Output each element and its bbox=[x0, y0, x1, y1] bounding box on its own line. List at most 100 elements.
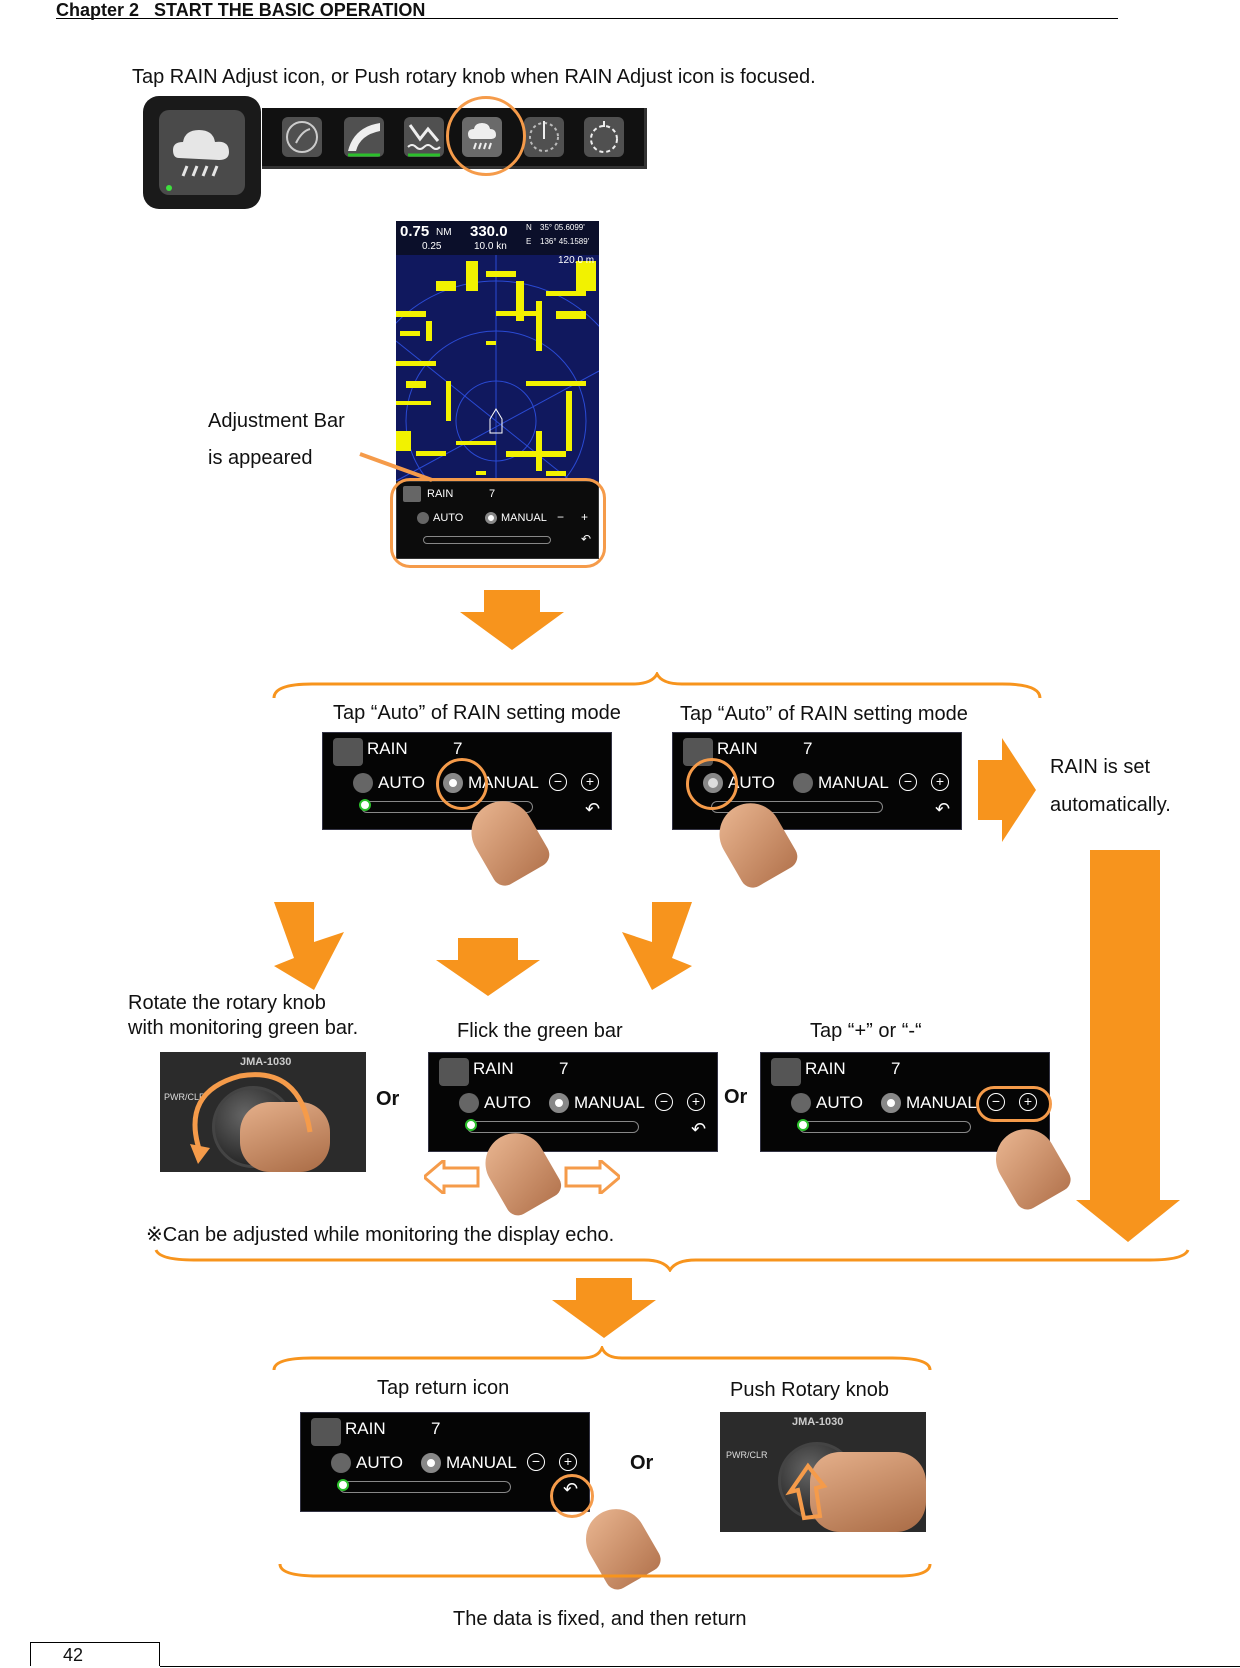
plus-button[interactable]: + bbox=[687, 1093, 705, 1111]
tap-plus-minus-label: Tap “+” or “-“ bbox=[810, 1020, 922, 1042]
auto-label: AUTO bbox=[356, 1453, 403, 1472]
diag-arrow-right bbox=[622, 902, 692, 990]
or-label-1: Or bbox=[376, 1088, 400, 1110]
return-button[interactable]: ↶ bbox=[935, 799, 951, 819]
rain-title: RAIN bbox=[473, 1059, 514, 1078]
speed-value: 10.0 kn bbox=[474, 241, 507, 252]
rain-panel-flick: RAIN 7 AUTO MANUAL − + ↶ bbox=[428, 1052, 718, 1152]
rain-slider[interactable] bbox=[467, 1121, 639, 1133]
auto-radio[interactable] bbox=[791, 1093, 811, 1113]
vrm-icon[interactable] bbox=[584, 117, 624, 157]
manual-highlight-ring bbox=[436, 758, 488, 810]
return-button[interactable]: ↶ bbox=[691, 1119, 707, 1139]
rain-panel-return: RAIN 7 AUTO MANUAL − + ↶ bbox=[300, 1412, 590, 1512]
tap-return-label: Tap return icon bbox=[377, 1377, 510, 1399]
callout-adjustment-bar-line2: is appeared bbox=[208, 447, 313, 469]
manual-radio[interactable] bbox=[793, 773, 813, 793]
rain-panel-icon bbox=[771, 1058, 801, 1086]
auto-highlight-ring bbox=[686, 758, 738, 810]
manual-label: MANUAL bbox=[574, 1093, 645, 1112]
or-label-3: Or bbox=[630, 1452, 654, 1474]
rain-slider[interactable] bbox=[339, 1481, 511, 1493]
rain-adjust-large-icon[interactable] bbox=[143, 96, 261, 209]
note-text: ※Can be adjusted while monitoring the di… bbox=[146, 1224, 615, 1246]
rain-value: 7 bbox=[891, 1059, 901, 1078]
diag-arrow-left bbox=[274, 902, 344, 990]
rain-slider-small[interactable] bbox=[423, 536, 551, 544]
vrm-glyph bbox=[590, 121, 618, 153]
return-button-small[interactable]: ↶ bbox=[581, 532, 592, 546]
radar-screen: 0.75 NM 0.25 330.0 10.0 kn N 35° 05.6099… bbox=[396, 221, 599, 559]
slider-knob[interactable] bbox=[797, 1119, 809, 1131]
page-number: 42 bbox=[63, 1645, 84, 1665]
manual-radio[interactable] bbox=[881, 1093, 901, 1113]
auto-label: AUTO bbox=[378, 773, 425, 792]
sea-clutter-icon[interactable] bbox=[344, 117, 384, 157]
plus-button-small[interactable]: + bbox=[581, 510, 589, 524]
slider-knob[interactable] bbox=[465, 1119, 477, 1131]
down-arrow-mid bbox=[436, 938, 540, 996]
group-brace-4 bbox=[278, 1563, 932, 1578]
auto-radio[interactable] bbox=[459, 1093, 479, 1113]
minus-button-small[interactable]: − bbox=[557, 510, 565, 524]
minus-button[interactable]: − bbox=[549, 773, 567, 791]
plus-button[interactable]: + bbox=[931, 773, 949, 791]
range-value: 0.75 bbox=[400, 223, 430, 240]
ebl-icon[interactable] bbox=[524, 117, 564, 157]
push-knob-photo: JMA-1030 PWR/CLR bbox=[720, 1412, 926, 1532]
rain-panel-auto: RAIN 7 AUTO MANUAL − + ↶ bbox=[672, 732, 962, 830]
auto-label: AUTO bbox=[816, 1093, 863, 1112]
rain-set-line1: RAIN is set bbox=[1050, 756, 1151, 778]
group-brace-1 bbox=[272, 672, 1042, 699]
rain-set-line2: automatically. bbox=[1050, 794, 1171, 816]
lon-label: E bbox=[526, 237, 532, 246]
down-arrow-1 bbox=[460, 590, 564, 650]
rain-panel-icon bbox=[311, 1418, 341, 1446]
auto-radio[interactable] bbox=[353, 773, 373, 793]
rain-panel-icon bbox=[333, 738, 363, 766]
slider-knob[interactable] bbox=[359, 799, 371, 811]
plus-button[interactable]: + bbox=[581, 773, 599, 791]
manual-radio-small[interactable] bbox=[485, 512, 497, 524]
rain-panel-plus-minus: RAIN 7 AUTO MANUAL − + bbox=[760, 1052, 1050, 1152]
manual-radio[interactable] bbox=[549, 1093, 569, 1113]
return-button[interactable]: ↶ bbox=[585, 799, 601, 819]
rain-title: RAIN bbox=[367, 739, 408, 758]
wave-icon[interactable] bbox=[404, 117, 444, 157]
rotate-line2: with monitoring green bar. bbox=[128, 1017, 359, 1039]
radar-echo-display bbox=[396, 251, 599, 559]
rain-slider[interactable] bbox=[799, 1121, 971, 1133]
chapter-title: START THE BASIC OPERATION bbox=[154, 0, 426, 20]
auto-radio-small[interactable] bbox=[417, 512, 429, 524]
rotary-knob-photo: JMA-1030 PWR/CLR bbox=[160, 1052, 366, 1172]
minus-button[interactable]: − bbox=[655, 1093, 673, 1111]
hand-on-knob bbox=[240, 1102, 330, 1172]
sea-curve-glyph bbox=[348, 123, 380, 157]
auto-radio[interactable] bbox=[331, 1453, 351, 1473]
rain-title-small: RAIN bbox=[427, 488, 454, 500]
minus-button[interactable]: − bbox=[527, 1453, 545, 1471]
rain-value: 7 bbox=[559, 1059, 569, 1078]
flick-arrows-icon bbox=[424, 1160, 620, 1194]
rain-cloud-icon bbox=[166, 130, 229, 191]
slider-knob[interactable] bbox=[337, 1479, 349, 1491]
page-number-box: 42 bbox=[30, 1642, 160, 1666]
rain-panel-icon bbox=[439, 1058, 469, 1086]
minus-button[interactable]: − bbox=[899, 773, 917, 791]
gain-icon[interactable] bbox=[282, 117, 322, 157]
flick-label: Flick the green bar bbox=[457, 1020, 623, 1042]
chapter-header: Chapter 2 START THE BASIC OPERATION bbox=[56, 0, 1118, 20]
plus-minus-highlight-ring bbox=[976, 1086, 1052, 1122]
or-label-2: Or bbox=[724, 1086, 748, 1108]
focus-highlight-ring bbox=[446, 96, 526, 176]
rain-adjustment-bar-small: RAIN 7 AUTO MANUAL − + ↶ bbox=[396, 481, 599, 559]
plus-button[interactable]: + bbox=[559, 1453, 577, 1471]
adjustment-bar-highlight bbox=[390, 478, 606, 568]
ebl-glyph bbox=[529, 121, 559, 152]
footer-rule bbox=[160, 1666, 1240, 1667]
rain-value: 7 bbox=[431, 1419, 441, 1438]
manual-radio[interactable] bbox=[421, 1453, 441, 1473]
callout-pointer bbox=[359, 452, 433, 482]
model-label: JMA-1030 bbox=[240, 1056, 292, 1068]
instruction-top: Tap RAIN Adjust icon, or Push rotary kno… bbox=[132, 66, 816, 88]
